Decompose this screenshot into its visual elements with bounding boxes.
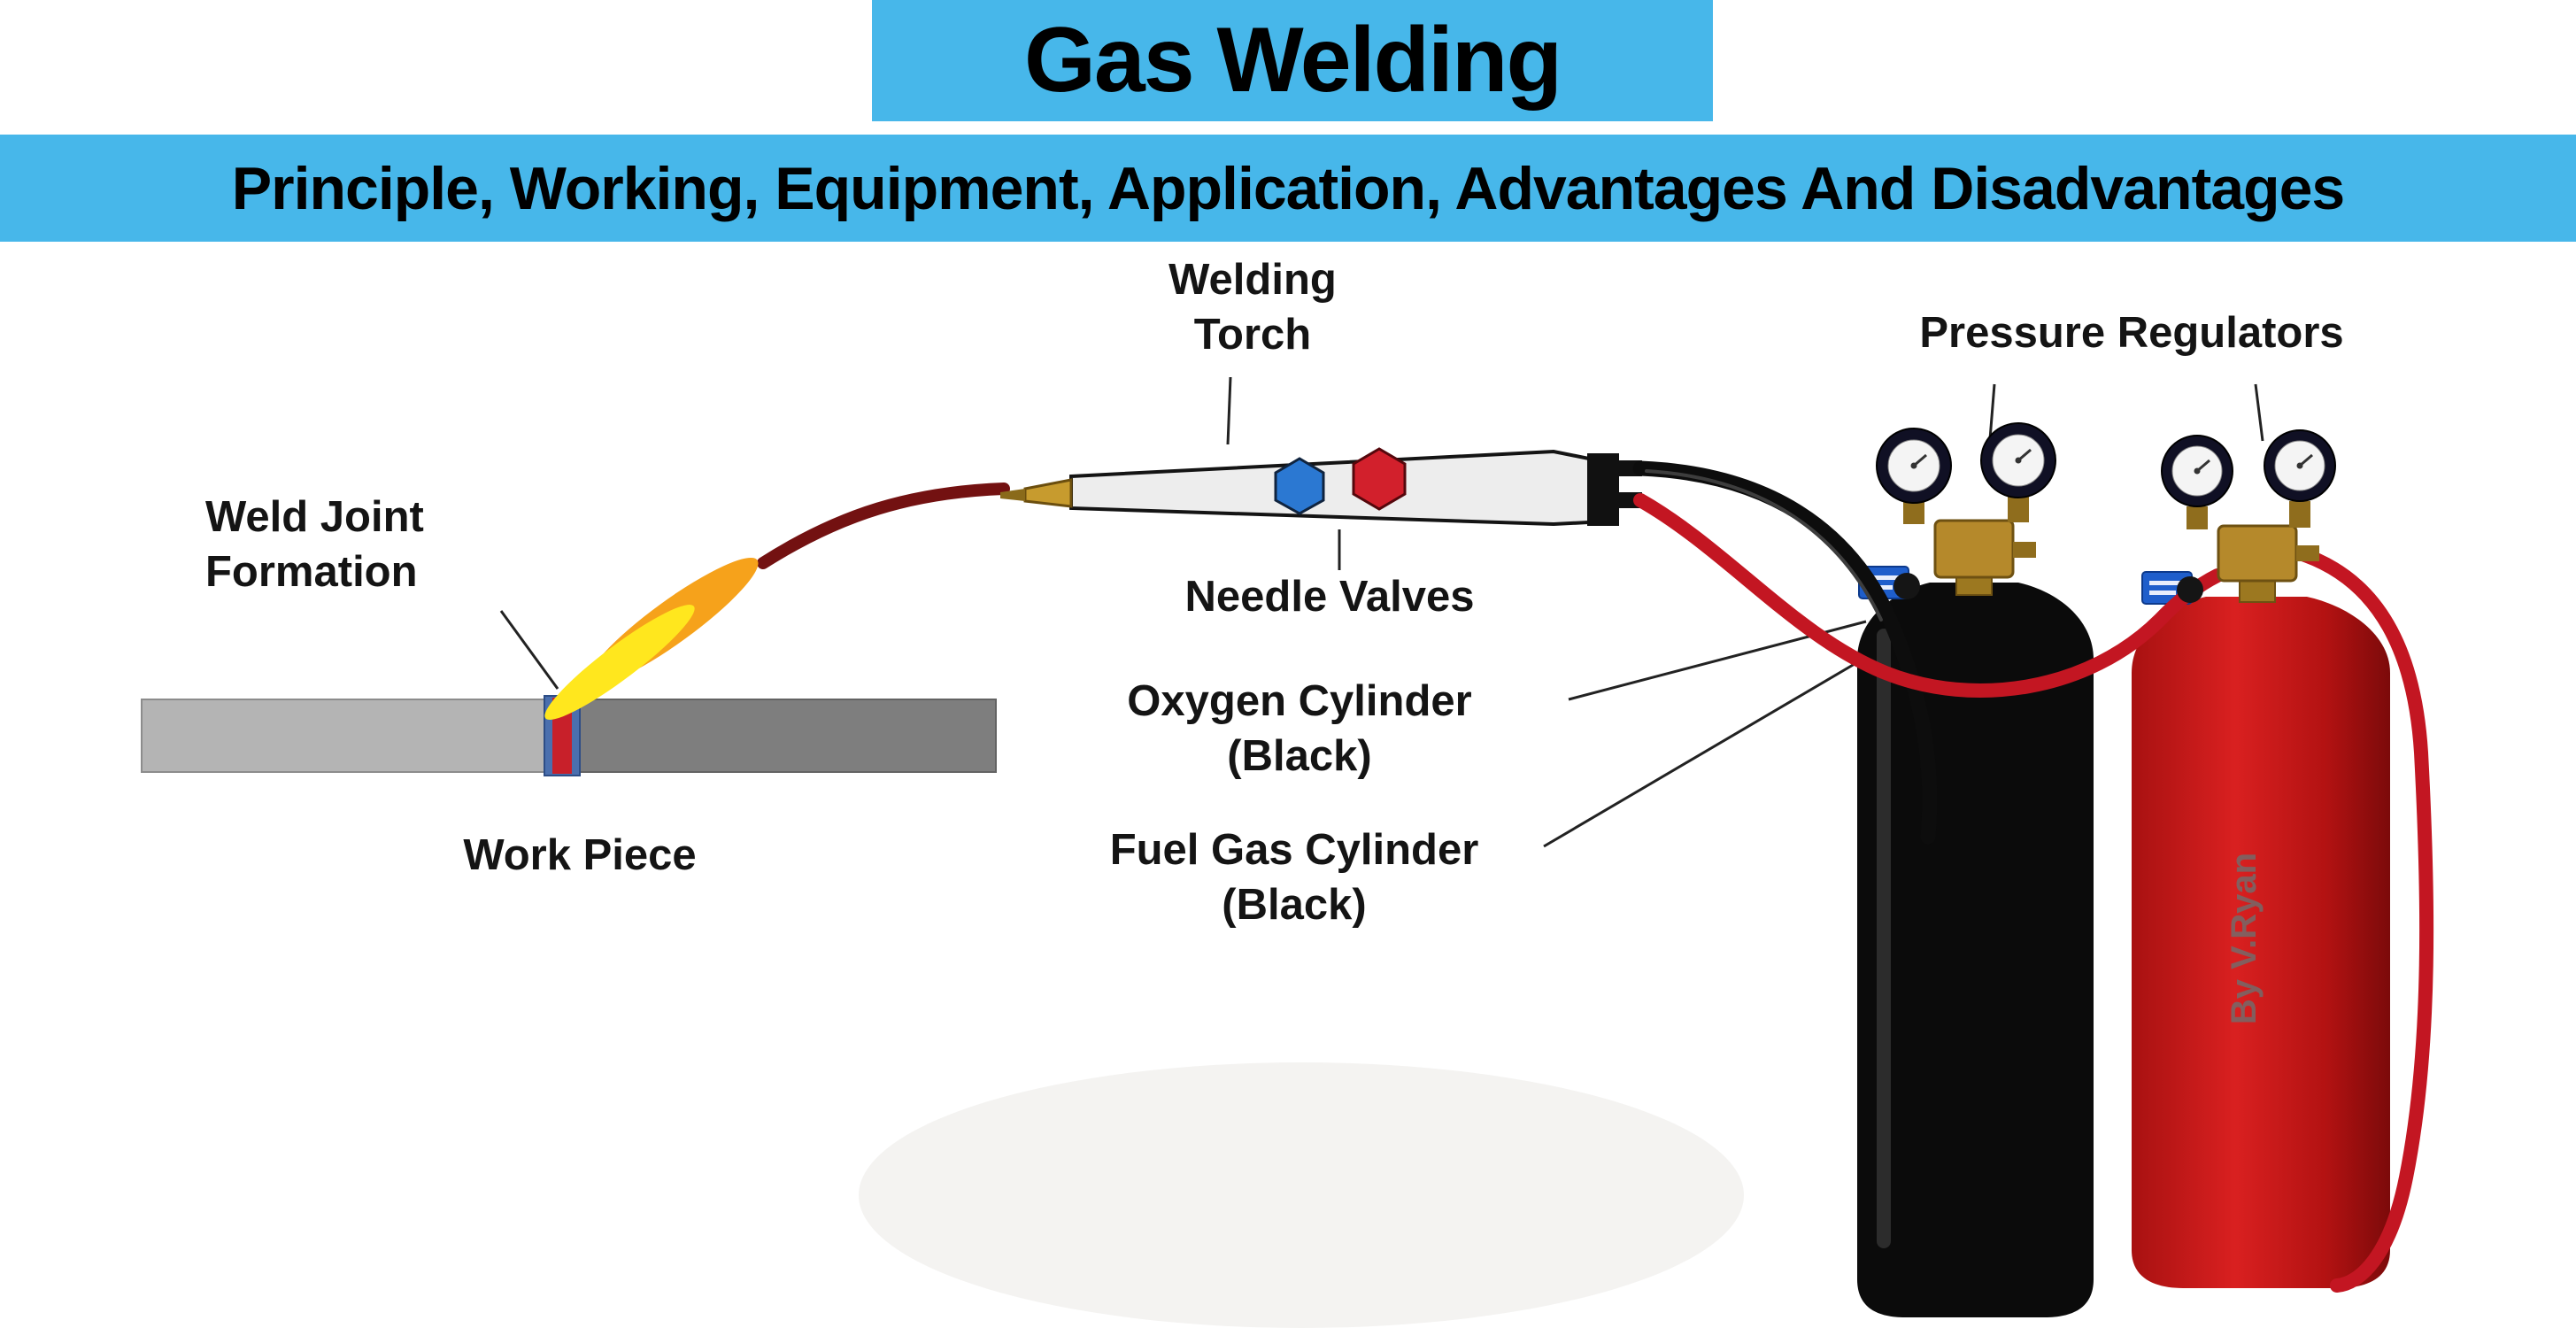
flame-inner: [544, 605, 695, 720]
background-shadow: [859, 1062, 1744, 1328]
sticker-line: [2149, 591, 2176, 595]
oxygen-cylinder-highlight: [1877, 629, 1891, 1248]
welding-torch-label-line1: Welding: [1168, 256, 1337, 304]
oxygen-cylinder-body: [1857, 583, 2094, 1317]
fuel-cylinder-graphic: By V.Ryan: [2132, 571, 2390, 1288]
work-piece-label: Work Piece: [463, 831, 696, 879]
regulator-body: [2217, 524, 2298, 583]
oxygen-hose-sheen: [1645, 469, 1883, 622]
oxygen-cylinder-label-line1: Oxygen Cylinder: [1127, 677, 1471, 725]
fuel-cylinder-leader: [1543, 653, 1870, 848]
oxygen-cylinder-graphic: [1857, 566, 2094, 1317]
needle-valve-blue: [1274, 457, 1325, 515]
fuel-pressure-regulator: [2161, 429, 2336, 603]
page-title: Gas Welding: [1024, 9, 1562, 112]
torch-hose-connector: [1587, 453, 1619, 526]
gauge-stem: [1903, 501, 1924, 524]
regulator-knob: [1893, 573, 1920, 599]
oxygen-cylinder-label-line2: (Black): [1227, 732, 1371, 780]
sticker-line: [1866, 575, 1901, 580]
gauge-stem: [2187, 506, 2208, 529]
page-subtitle: Principle, Working, Equipment, Applicati…: [231, 154, 2345, 222]
regulator-outlet: [2013, 542, 2036, 558]
gauge-pivot: [2296, 462, 2303, 469]
oxygen-hose-black: [1632, 460, 1938, 845]
flame-graphic: [544, 483, 1010, 720]
welding-torch-leader: [1226, 376, 1232, 445]
torch-nozzle-tip: [1000, 489, 1025, 501]
torch-body: [1069, 449, 1591, 527]
needle-valve-red: [1352, 447, 1407, 511]
gauge-pivot: [2194, 467, 2201, 475]
sticker-line: [2149, 581, 2185, 585]
fuel-hose-red: [1633, 493, 2225, 698]
regulator-knob: [2177, 576, 2203, 603]
regulator-body: [1933, 519, 2015, 579]
title-banner: Gas Welding: [872, 0, 1713, 121]
regulator-outlet: [2296, 545, 2319, 561]
torch-nozzle: [1023, 478, 1073, 508]
hoses: [1632, 460, 2434, 1293]
weld-joint-label-line1: Weld Joint: [205, 493, 424, 541]
welding-torch-graphic: [1000, 447, 1642, 527]
torch-mixing-tube: [757, 483, 1010, 569]
weld-joint-leader: [499, 610, 559, 690]
fuel-cylinder-label-line2: (Black): [1222, 881, 1366, 929]
diagram-labels: Welding Torch Pressure Regulators Needle…: [205, 256, 2344, 929]
oxygen-pressure-regulator: [1876, 422, 2056, 599]
weld-joint-label-line2: Formation: [205, 548, 418, 596]
watermark-text: By V.Ryan: [2225, 853, 2264, 1024]
needle-valves-label: Needle Valves: [1185, 573, 1475, 621]
workpiece-right-plate: [579, 699, 997, 773]
gauge-stem: [2008, 496, 2029, 522]
fuel-hose-red-right: [2293, 546, 2434, 1293]
fuel-cylinder-body: [2132, 597, 2390, 1288]
pressure-regulator-left-leader: [1988, 383, 1996, 440]
fuel-cylinder-label-line1: Fuel Gas Cylinder: [1110, 826, 1479, 874]
gauge-stem: [2289, 501, 2310, 528]
pressure-regulators-label: Pressure Regulators: [1919, 309, 2343, 357]
workpiece-left-plate: [141, 699, 545, 773]
gauge-pivot: [1910, 462, 1917, 469]
pressure-regulator-right-leader: [2254, 383, 2264, 442]
welding-torch-label-line2: Torch: [1194, 311, 1311, 359]
subtitle-banner: Principle, Working, Equipment, Applicati…: [0, 135, 2576, 242]
gauge-pivot: [2015, 457, 2022, 464]
